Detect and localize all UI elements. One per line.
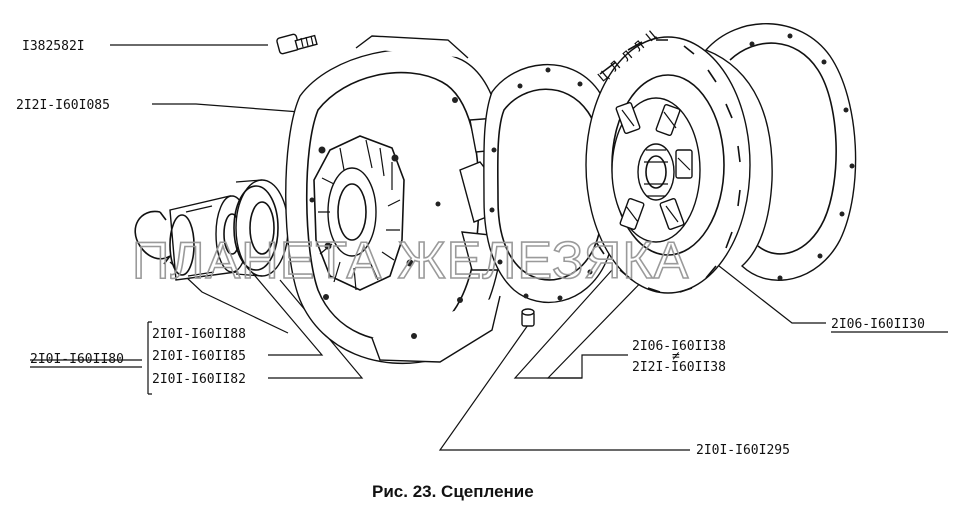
figure-caption: Рис. 23. Сцепление	[372, 482, 534, 501]
label-disc-a: 2I06-I60II38	[632, 339, 726, 354]
watermark: ПЛАНЕТА ЖЕЛЕЗЯКА	[132, 232, 689, 290]
locating-pin	[521, 308, 535, 327]
bolt-part	[276, 33, 318, 55]
label-pin: 2I0I-I60I295	[696, 443, 790, 458]
label-pressure-plate: 2I2I-I60I085	[16, 98, 110, 113]
leader-lines	[110, 44, 826, 451]
release-bearing	[233, 179, 289, 277]
circlip-part	[134, 210, 171, 265]
label-disc-right: 2I06-I60II30	[831, 317, 925, 332]
friction-lining-ring	[704, 23, 857, 281]
friction-ring	[483, 64, 621, 303]
label-bearing-1: 2I0I-I60II88	[152, 327, 246, 342]
pressure-plate-cover	[285, 35, 507, 365]
label-bolt: I382582I	[22, 39, 85, 54]
label-bearing-2: 2I0I-I60II85	[152, 349, 246, 364]
label-disc-separator: ≠	[672, 349, 680, 364]
label-bearing-3: 2I0I-I60II82	[152, 372, 246, 387]
label-disc-b: 2I2I-I60II38	[632, 360, 726, 375]
